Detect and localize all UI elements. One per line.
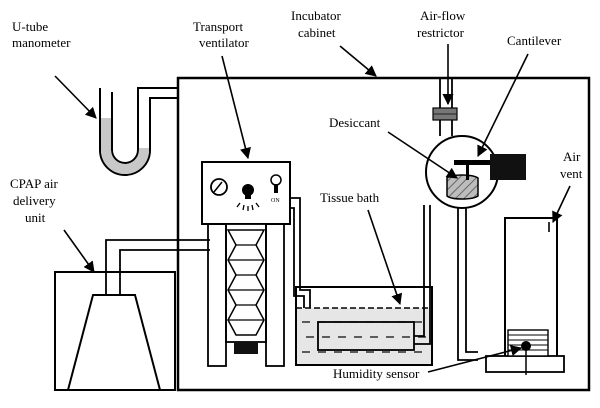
label-cpap-line2: delivery (13, 193, 56, 208)
label-desiccant-text: Desiccant (329, 115, 381, 130)
label-manometer: U-tube manometer (12, 19, 97, 119)
label-restrictor: Air-flow restrictor (417, 8, 466, 106)
transport-ventilator: ON (201, 161, 291, 367)
humidity-sensor-probe (521, 341, 531, 351)
label-cantilever: Cantilever (477, 33, 562, 158)
cpap-unit (54, 239, 210, 391)
label-air-vent: Air vent (552, 149, 583, 224)
label-incubator-line1: Incubator (291, 8, 341, 23)
label-ventilator-line2: ventilator (199, 35, 249, 50)
label-cpap-line3: unit (25, 210, 46, 225)
u-tube-manometer (99, 87, 178, 176)
label-humidity-sensor-text: Humidity sensor (333, 366, 420, 381)
ventilator-on-label: ON (271, 198, 280, 204)
ventilator-tube (290, 197, 311, 330)
label-tissue-bath: Tissue bath (320, 190, 403, 306)
label-incubator-line2: cabinet (298, 25, 336, 40)
label-cpap-line1: CPAP air (10, 176, 58, 191)
air-flow-restrictor (432, 78, 458, 136)
label-cantilever-text: Cantilever (507, 33, 562, 48)
label-incubator: Incubator cabinet (291, 8, 377, 77)
label-desiccant: Desiccant (329, 115, 458, 179)
label-ventilator-line1: Transport (193, 19, 243, 34)
tissue-bath (295, 286, 433, 366)
label-humidity-sensor: Humidity sensor (333, 345, 523, 381)
label-ventilator: Transport ventilator (193, 19, 251, 160)
label-tissue-bath-text: Tissue bath (320, 190, 380, 205)
label-manometer-line2: manometer (12, 35, 71, 50)
air-vent-column (485, 217, 565, 375)
label-cpap: CPAP air delivery unit (10, 176, 95, 273)
label-air-vent-line2: vent (560, 166, 583, 181)
label-manometer-line1: U-tube (12, 19, 48, 34)
label-restrictor-line1: Air-flow (420, 8, 466, 23)
label-air-vent-line1: Air (563, 149, 581, 164)
incubator-cabinet (176, 76, 591, 392)
bath-outlet-tube (414, 205, 431, 345)
label-restrictor-line2: restrictor (417, 25, 465, 40)
